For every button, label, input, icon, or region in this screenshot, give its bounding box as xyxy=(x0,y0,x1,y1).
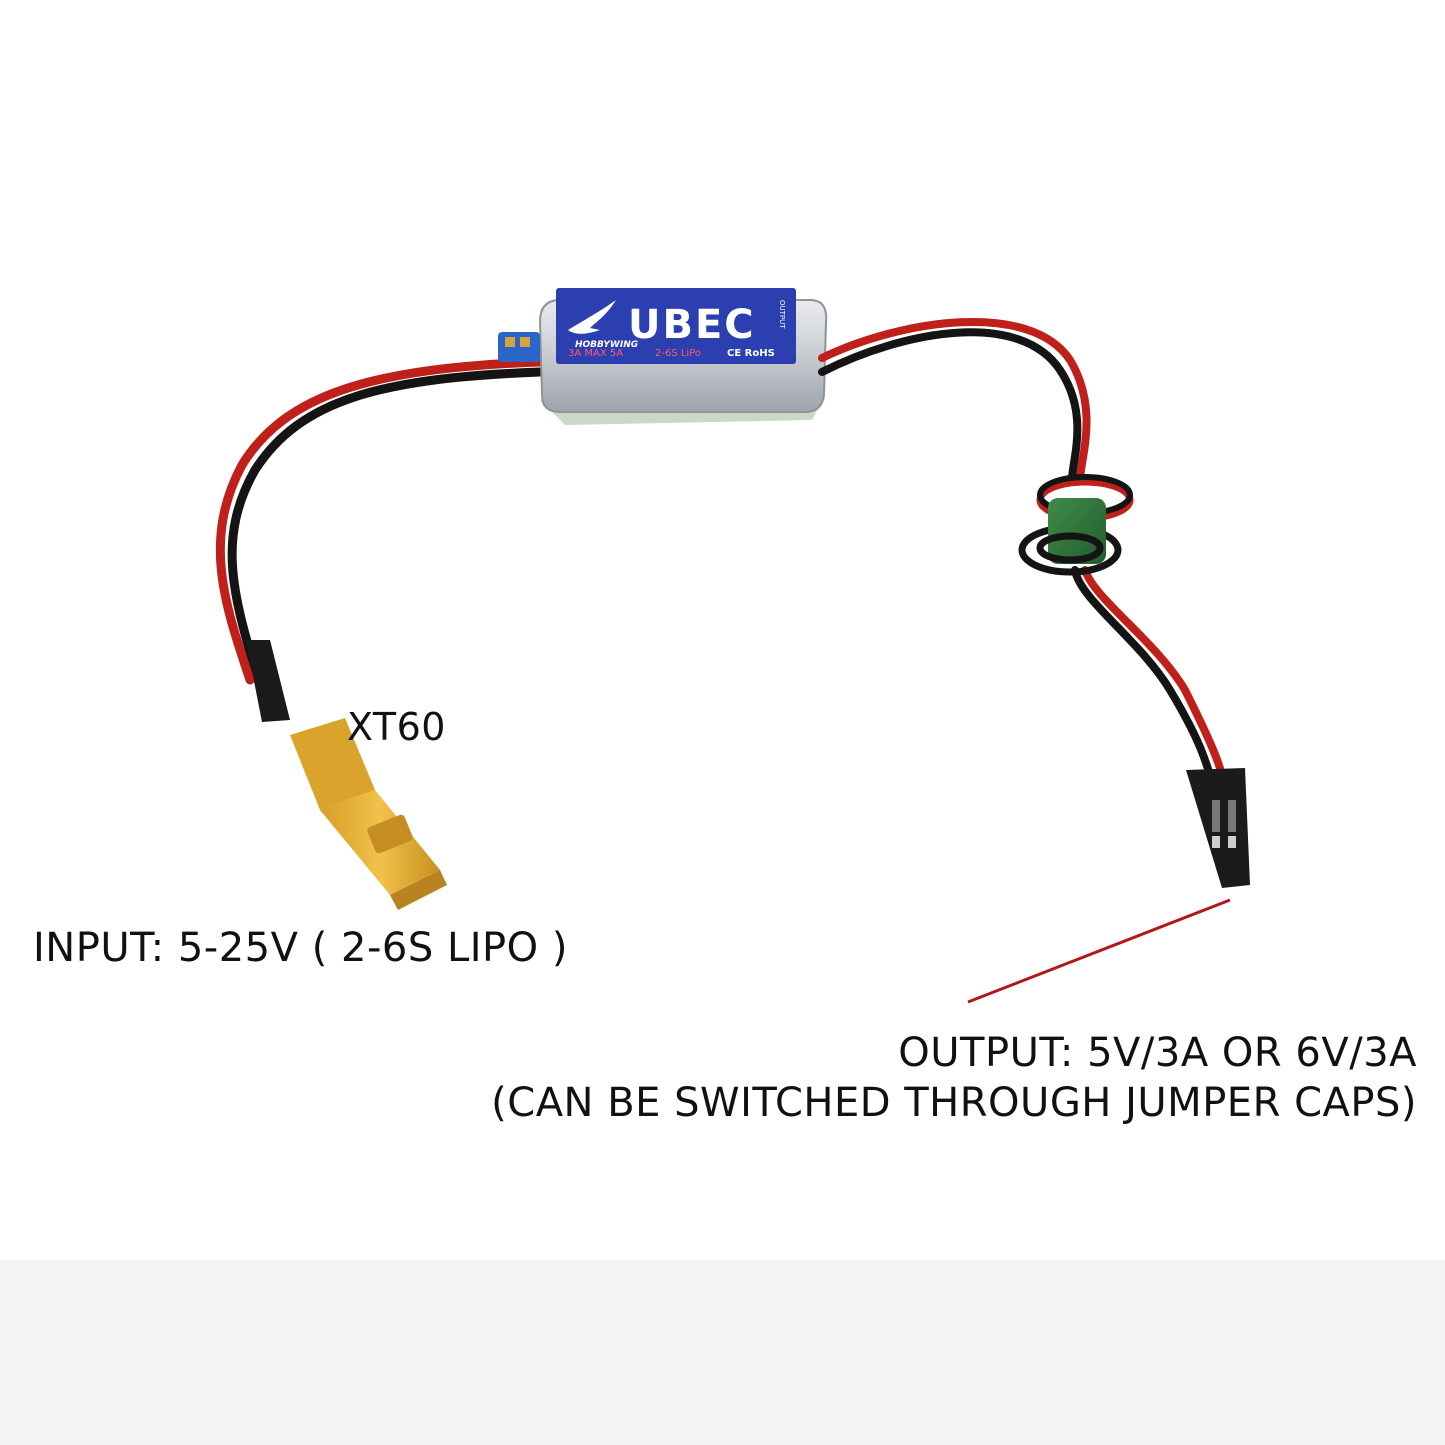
input-spec-label: INPUT: 5-25V ( 2-6S LIPO ) xyxy=(33,925,568,971)
ubec-module: HOBBYWING UBEC OUTPUT 3A MAX 5A 2-6S LiP… xyxy=(498,288,828,425)
logo-text: UBEC xyxy=(628,302,756,348)
brand-text: HOBBYWING xyxy=(575,340,638,350)
certification-text: CE RoHS xyxy=(727,348,775,359)
cells-text: 2-6S LiPo xyxy=(655,348,701,359)
ferrite-ring xyxy=(1018,474,1134,576)
output-cable xyxy=(818,317,1226,779)
output-note-label: (CAN BE SWITCHED THROUGH JUMPER CAPS) xyxy=(491,1080,1417,1126)
side-text: OUTPUT xyxy=(778,300,786,329)
heat-shrink xyxy=(246,640,290,722)
input-cable xyxy=(215,357,545,685)
rating-text: 3A MAX 5A xyxy=(568,348,623,359)
module-sticker xyxy=(556,288,796,364)
xt60-connector xyxy=(290,718,447,910)
xt60-label: XT60 xyxy=(347,705,446,749)
servo-plug xyxy=(1186,768,1250,888)
floor-band xyxy=(0,1260,1445,1445)
output-pointer-line xyxy=(967,898,1231,1004)
bird-logo-icon xyxy=(568,300,616,334)
output-spec-label: OUTPUT: 5V/3A OR 6V/3A xyxy=(898,1030,1417,1076)
jumper-connector-icon xyxy=(498,332,540,362)
